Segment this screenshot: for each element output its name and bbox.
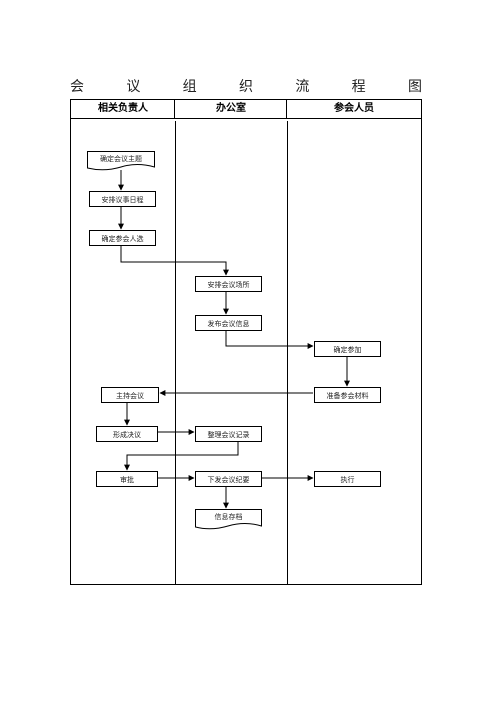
step-host-meeting: 主持会议 xyxy=(101,387,159,403)
title-char: 组 xyxy=(182,79,197,95)
title-char: 会 xyxy=(70,79,84,95)
header-divider xyxy=(286,100,287,118)
title-char: 流 xyxy=(295,79,310,95)
step-prepare-materials: 准备参会材料 xyxy=(314,387,381,403)
step-arrange-venue: 安排会议场所 xyxy=(195,276,262,292)
step-confirm-topic: 确定会议主题 xyxy=(87,151,155,171)
arrow-minutes-to-review xyxy=(124,442,239,471)
step-arrange-agenda: 安排议事日程 xyxy=(89,191,156,207)
title-char: 程 xyxy=(351,79,366,95)
diagram-title: 会 议 组 织 流 程 图 xyxy=(70,76,422,96)
arrow-attendees-to-venue xyxy=(120,246,229,276)
swimlane-table: 相关负责人 办公室 参会人员 xyxy=(70,99,422,585)
step-execute: 执行 xyxy=(314,471,381,487)
column-header-office: 办公室 xyxy=(216,103,246,114)
column-header-attendees: 参会人员 xyxy=(334,103,374,114)
title-char: 织 xyxy=(238,79,253,95)
header-border xyxy=(71,118,421,119)
header-divider xyxy=(174,100,175,118)
step-confirm-attendance: 确定参加 xyxy=(314,341,381,357)
step-review: 审批 xyxy=(96,471,158,487)
step-confirm-attendees: 确定参会人选 xyxy=(89,230,156,246)
title-char: 议 xyxy=(126,79,141,95)
step-form-resolution: 形成决议 xyxy=(96,426,158,442)
step-publish-info: 发布会议信息 xyxy=(195,315,262,331)
step-organize-minutes: 整理会议记录 xyxy=(195,426,262,442)
step-archive: 信息存档 xyxy=(195,509,262,531)
lane-divider xyxy=(287,121,288,584)
column-header-responsible: 相关负责人 xyxy=(98,103,148,114)
step-issue-summary: 下发会议纪要 xyxy=(195,471,262,487)
arrow-publish-to-confirm xyxy=(225,331,314,349)
step-label: 信息存档 xyxy=(214,513,243,521)
title-char: 图 xyxy=(407,79,422,95)
step-label: 确定会议主题 xyxy=(100,155,142,163)
lane-divider xyxy=(175,121,176,584)
